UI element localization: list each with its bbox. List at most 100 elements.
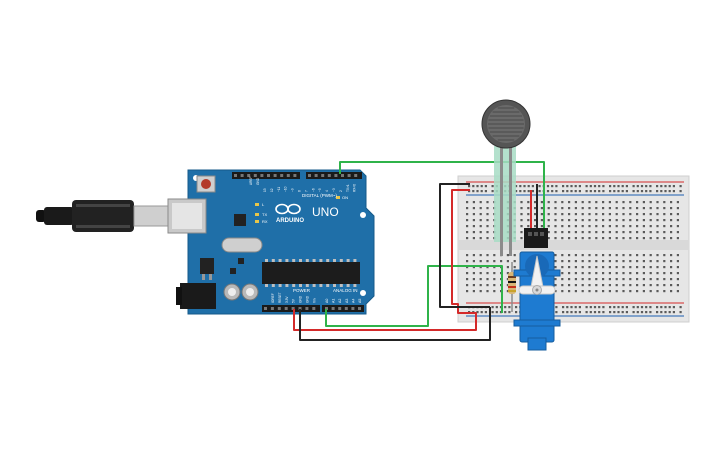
breadboard-hole[interactable] [642, 237, 645, 240]
breadboard-hole[interactable] [670, 278, 673, 281]
breadboard-hole[interactable] [493, 266, 496, 269]
breadboard-hole[interactable] [622, 231, 625, 234]
breadboard-hole[interactable] [613, 185, 616, 188]
breadboard-hole[interactable] [588, 225, 591, 228]
header-pin[interactable] [331, 307, 335, 310]
breadboard-hole[interactable] [554, 225, 557, 228]
header-pin[interactable] [280, 174, 284, 177]
breadboard-hole[interactable] [568, 207, 571, 210]
breadboard-hole[interactable] [472, 272, 475, 275]
breadboard-hole[interactable] [598, 311, 601, 314]
breadboard-hole[interactable] [466, 254, 469, 257]
breadboard-hole[interactable] [561, 254, 564, 257]
breadboard-hole[interactable] [578, 190, 581, 193]
breadboard-hole[interactable] [608, 278, 611, 281]
breadboard-hole[interactable] [676, 207, 679, 210]
breadboard-hole[interactable] [649, 284, 652, 287]
breadboard-hole[interactable] [472, 278, 475, 281]
breadboard-hole[interactable] [615, 278, 618, 281]
breadboard-hole[interactable] [523, 185, 526, 188]
header-pin[interactable] [325, 307, 328, 310]
breadboard-hole[interactable] [581, 260, 584, 263]
breadboard-hole[interactable] [649, 185, 652, 188]
breadboard-hole[interactable] [555, 190, 558, 193]
breadboard-hole[interactable] [561, 225, 564, 228]
breadboard-hole[interactable] [656, 266, 659, 269]
breadboard-hole[interactable] [568, 290, 571, 293]
breadboard-hole[interactable] [561, 260, 564, 263]
breadboard-hole[interactable] [520, 207, 523, 210]
header-pin[interactable] [321, 174, 325, 177]
breadboard-hole[interactable] [486, 237, 489, 240]
header-pin[interactable] [253, 174, 257, 177]
breadboard-hole[interactable] [479, 213, 482, 216]
breadboard-hole[interactable] [663, 237, 666, 240]
breadboard-hole[interactable] [642, 219, 645, 222]
breadboard-hole[interactable] [663, 201, 666, 204]
breadboard-hole[interactable] [615, 260, 618, 263]
breadboard-hole[interactable] [472, 266, 475, 269]
breadboard-hole[interactable] [574, 284, 577, 287]
breadboard-hole[interactable] [656, 185, 659, 188]
breadboard-hole[interactable] [547, 225, 550, 228]
breadboard-hole[interactable] [636, 190, 639, 193]
header-pin[interactable] [354, 174, 358, 177]
breadboard-hole[interactable] [642, 201, 645, 204]
breadboard-hole[interactable] [479, 272, 482, 275]
breadboard-hole[interactable] [570, 306, 573, 309]
breadboard-hole[interactable] [546, 185, 550, 188]
breadboard-hole[interactable] [581, 237, 584, 240]
breadboard-hole[interactable] [629, 237, 632, 240]
breadboard-hole[interactable] [640, 306, 644, 309]
breadboard-hole[interactable] [629, 290, 632, 293]
breadboard-hole[interactable] [670, 219, 673, 222]
breadboard-hole[interactable] [609, 306, 612, 309]
breadboard-hole[interactable] [636, 290, 639, 293]
breadboard-hole[interactable] [649, 190, 652, 193]
breadboard-hole[interactable] [574, 201, 577, 204]
breadboard-hole[interactable] [664, 190, 667, 193]
breadboard-hole[interactable] [595, 254, 598, 257]
breadboard-hole[interactable] [520, 237, 523, 240]
breadboard-hole[interactable] [676, 225, 679, 228]
usb-cable[interactable] [36, 200, 169, 232]
breadboard-hole[interactable] [534, 201, 537, 204]
breadboard-hole[interactable] [640, 311, 644, 314]
breadboard-hole[interactable] [479, 219, 482, 222]
breadboard-hole[interactable] [649, 266, 652, 269]
breadboard-hole[interactable] [676, 254, 679, 257]
breadboard-hole[interactable] [589, 190, 592, 193]
breadboard-hole[interactable] [629, 278, 632, 281]
breadboard-hole[interactable] [547, 237, 550, 240]
breadboard-hole[interactable] [636, 311, 639, 314]
breadboard-hole[interactable] [562, 311, 565, 314]
breadboard-hole[interactable] [554, 231, 557, 234]
breadboard-hole[interactable] [486, 213, 489, 216]
breadboard-hole[interactable] [615, 213, 618, 216]
breadboard-hole[interactable] [656, 231, 659, 234]
breadboard-hole[interactable] [466, 213, 469, 216]
breadboard-hole[interactable] [602, 185, 605, 188]
breadboard-hole[interactable] [506, 290, 509, 293]
breadboard-hole[interactable] [670, 254, 673, 257]
breadboard-hole[interactable] [617, 306, 620, 309]
breadboard-hole[interactable] [486, 278, 489, 281]
wires[interactable] [293, 161, 545, 341]
breadboard-hole[interactable] [595, 231, 598, 234]
breadboard-hole[interactable] [491, 185, 494, 188]
breadboard-hole[interactable] [500, 260, 503, 263]
breadboard-hole[interactable] [642, 260, 645, 263]
breadboard-hole[interactable] [656, 219, 659, 222]
breadboard-hole[interactable] [540, 219, 543, 222]
header-pin[interactable] [270, 307, 274, 310]
breadboard-hole[interactable] [574, 272, 577, 275]
breadboard-hole[interactable] [668, 311, 671, 314]
breadboard-hole[interactable] [670, 260, 673, 263]
breadboard-hole[interactable] [574, 306, 577, 309]
breadboard-hole[interactable] [588, 207, 591, 210]
breadboard-hole[interactable] [561, 201, 564, 204]
breadboard-hole[interactable] [574, 213, 577, 216]
breadboard-hole[interactable] [547, 231, 550, 234]
header-pin[interactable] [308, 174, 311, 177]
breadboard-hole[interactable] [466, 266, 469, 269]
